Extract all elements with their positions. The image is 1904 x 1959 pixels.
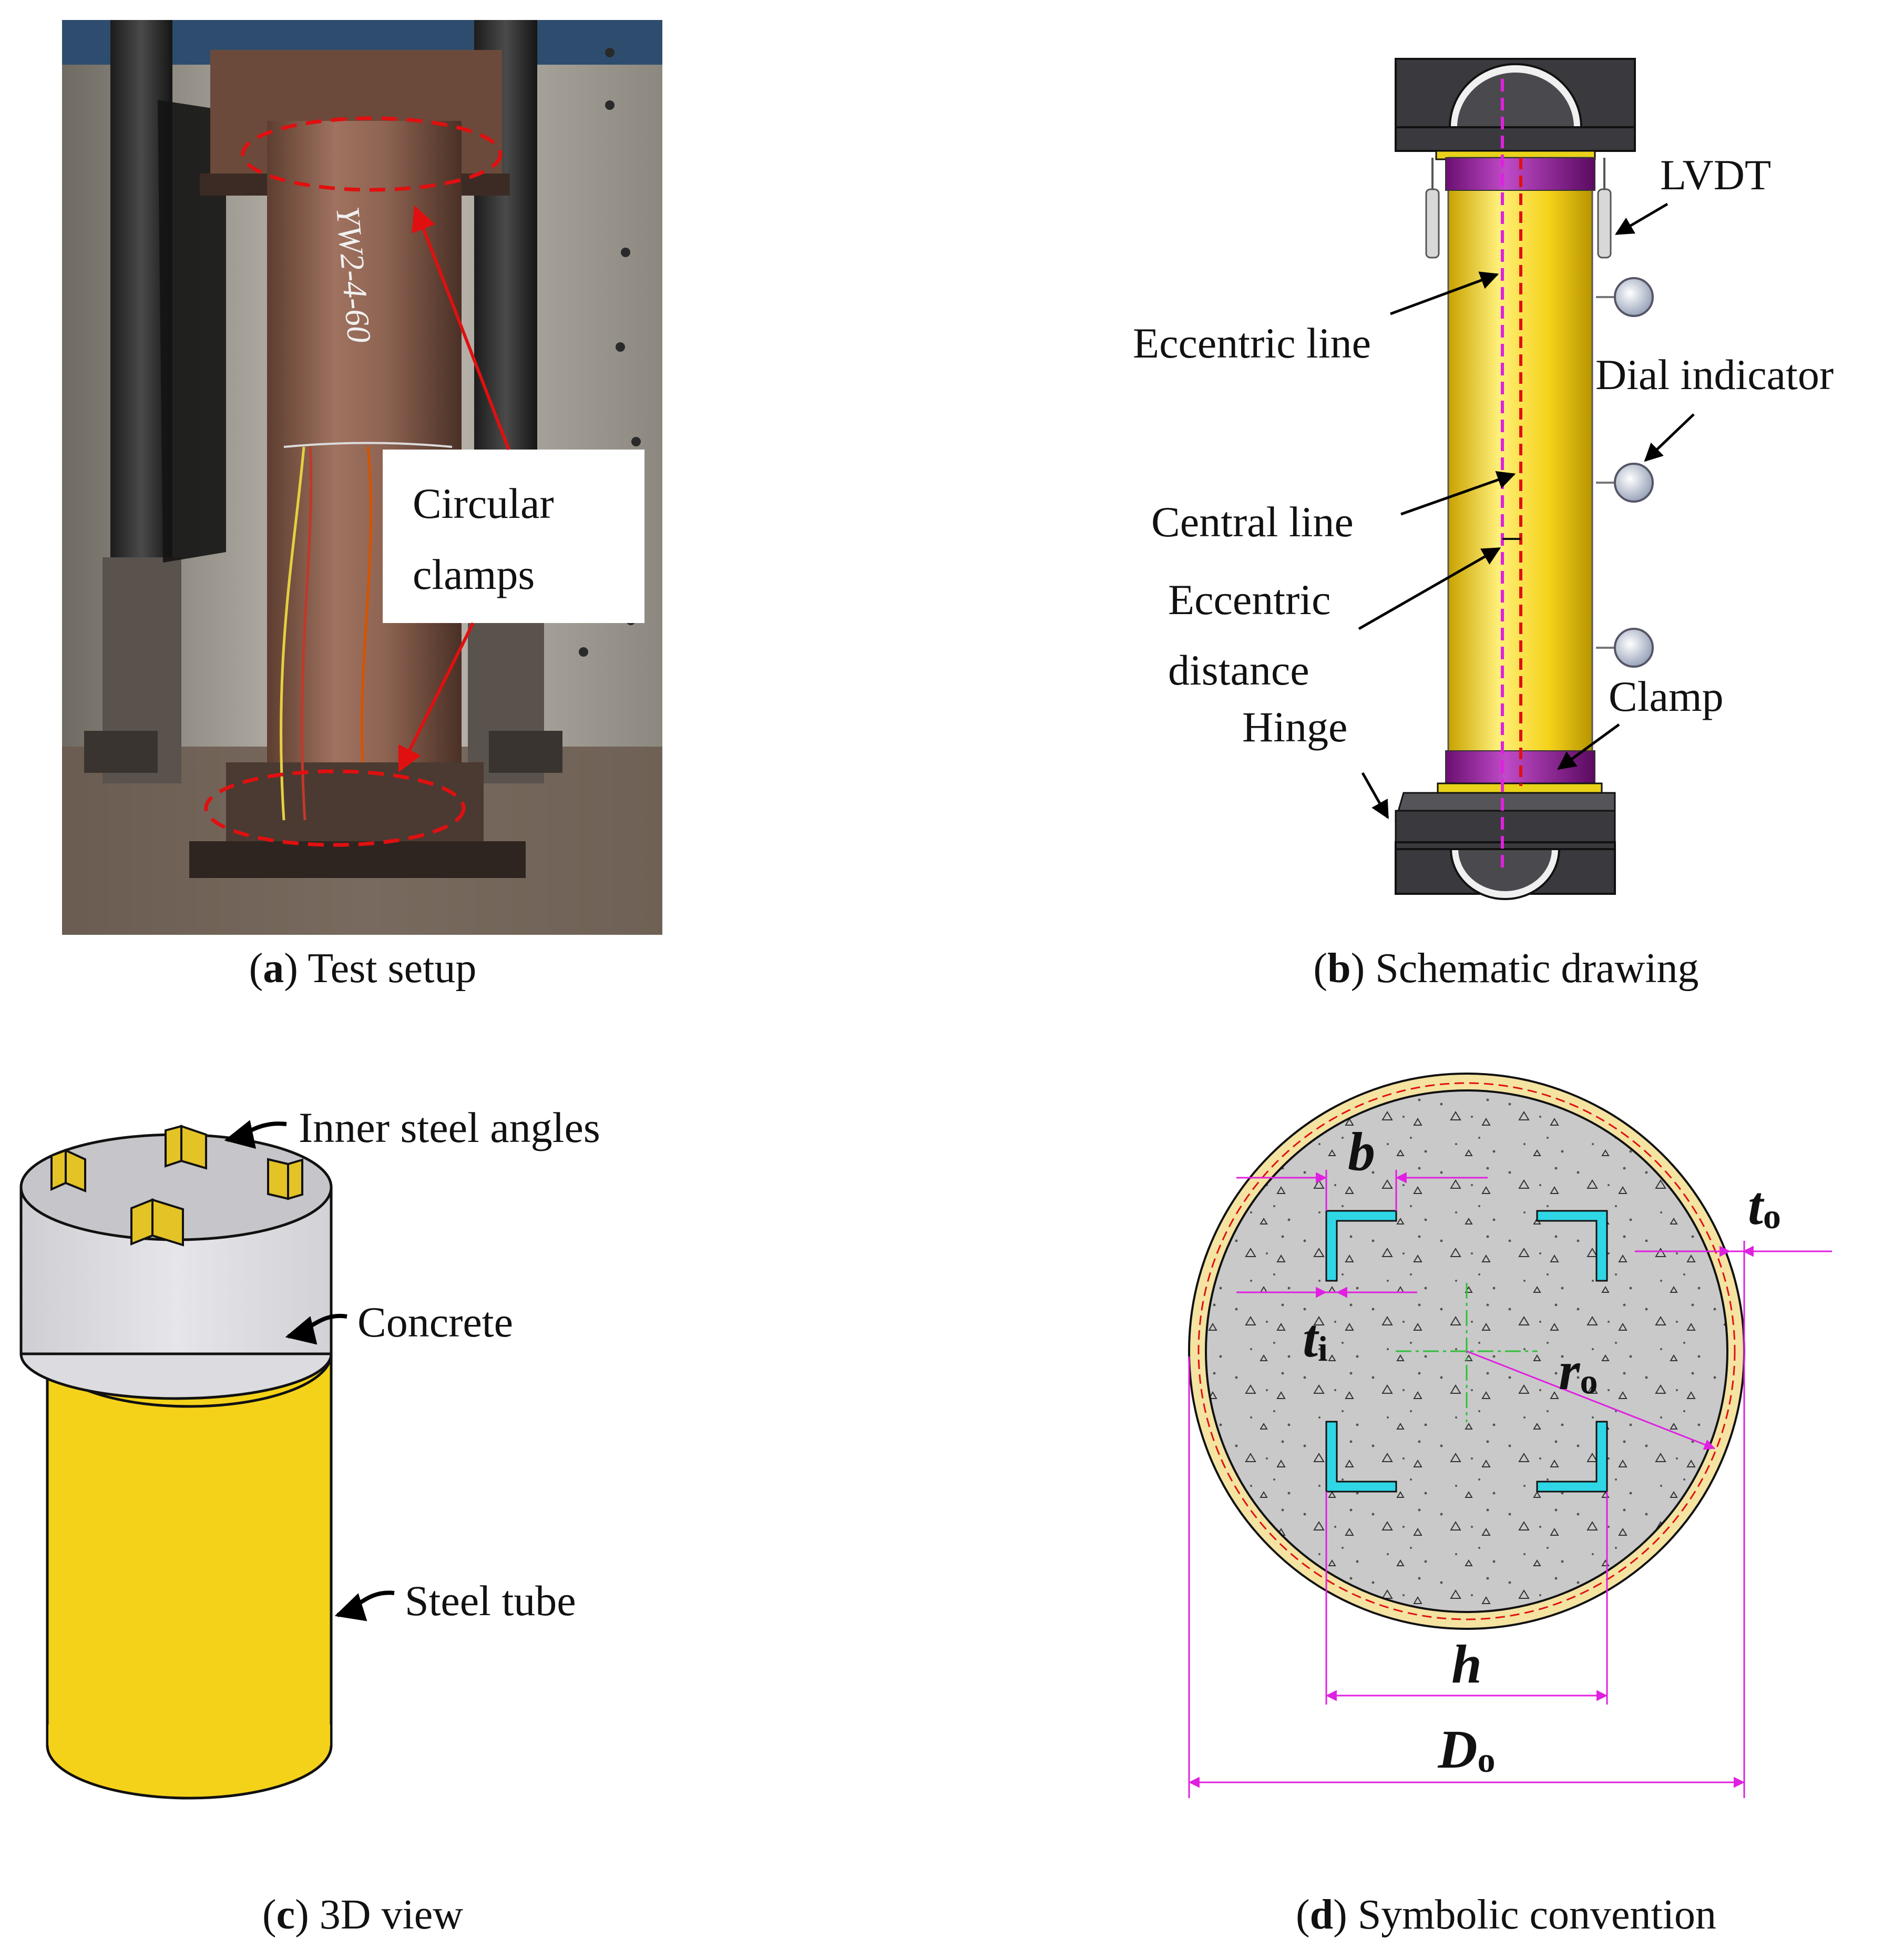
label-concrete: Concrete — [357, 1298, 513, 1346]
caption-c-letter: c — [277, 1892, 295, 1938]
caption-c: (c) 3D view — [262, 1892, 463, 1938]
tube-midline — [1197, 1082, 1736, 1620]
arrow-central-line — [1400, 471, 1516, 516]
callout-text-line2: clamps — [413, 550, 535, 598]
upper-clamp-ellipse — [241, 116, 503, 192]
label-eccentric-distance-1: Eccentric — [1168, 576, 1331, 624]
symbol-to: to — [1748, 1176, 1781, 1236]
label-eccentric-distance-2: distance — [1168, 646, 1309, 694]
label-inner-steel-angles: Inner steel angles — [299, 1104, 600, 1151]
arrow-eccentric-line — [1390, 271, 1499, 315]
top-hinge-fixture — [1395, 58, 1636, 152]
symbol-ro: ro — [1559, 1341, 1598, 1401]
callout-arrow-upper — [412, 205, 510, 451]
label-lvdt: LVDT — [1660, 151, 1771, 199]
symbol-ro-main: r — [1559, 1341, 1581, 1401]
panel-c-3d-view: Inner steel angles Concrete Steel tube (… — [19, 1104, 600, 1938]
lvdt-right — [1597, 158, 1612, 259]
lvdt-left — [1425, 158, 1440, 259]
caption-d-text: Symbolic convention — [1347, 1892, 1716, 1938]
dimension-to — [1635, 1241, 1832, 1798]
panel-b-schematic: LVDT Eccentric line Dial indicator Centr… — [1133, 58, 1834, 992]
caption-a-text: Test setup — [298, 945, 477, 992]
callout-box — [383, 450, 644, 623]
symbol-to-sub: o — [1763, 1196, 1781, 1236]
caption-d-letter: d — [1310, 1892, 1334, 1938]
arrow-concrete — [285, 1313, 347, 1345]
symbol-Do-sub: o — [1478, 1740, 1496, 1780]
arrow-lvdt — [1614, 202, 1668, 236]
panel-a-test-setup: YW2-4-60 Circular clamps (a) Test setup — [62, 20, 662, 992]
dimension-ro — [1466, 1350, 1715, 1450]
caption-a: (a) Test setup — [249, 945, 477, 992]
label-steel-tube: Steel tube — [405, 1577, 576, 1625]
lower-clamp-ellipse — [204, 769, 466, 847]
dimension-Do — [1188, 1356, 1745, 1798]
bottom-hinge-fixture — [1394, 792, 1616, 900]
label-hinge: Hinge — [1242, 703, 1347, 751]
caption-b: (b) Schematic drawing — [1313, 945, 1698, 992]
label-eccentric-line: Eccentric line — [1133, 319, 1371, 367]
dimension-b — [1236, 1170, 1488, 1211]
dimension-h — [1325, 1492, 1608, 1705]
symbol-ti-main: t — [1303, 1308, 1319, 1369]
symbol-Do-main: D — [1437, 1719, 1477, 1780]
symbol-to-main: t — [1748, 1176, 1765, 1236]
callout-arrow-lower — [398, 622, 475, 773]
arrow-inner-steel-angles — [224, 1120, 287, 1149]
symbol-ro-sub: o — [1580, 1361, 1598, 1401]
arrow-hinge — [1361, 772, 1389, 820]
arrow-clamp — [1557, 723, 1620, 770]
caption-d: (d) Symbolic convention — [1296, 1892, 1716, 1938]
symbol-ti: ti — [1303, 1308, 1328, 1369]
arrow-eccentric-distance — [1358, 547, 1501, 630]
panel-d-symbolic-convention: b ti to ro h — [1188, 1073, 1832, 1938]
label-clamp: Clamp — [1609, 672, 1724, 720]
caption-b-letter: b — [1327, 945, 1351, 992]
dial-indicator-2 — [1596, 463, 1654, 503]
caption-c-text: 3D view — [309, 1892, 464, 1938]
caption-b-text: Schematic drawing — [1365, 945, 1698, 992]
symbol-Do: Do — [1437, 1719, 1495, 1780]
callout-text-line1: Circular — [413, 479, 554, 527]
symbol-h: h — [1451, 1634, 1482, 1695]
symbol-b: b — [1348, 1121, 1375, 1182]
symbol-ti-sub: i — [1318, 1329, 1328, 1369]
caption-a-letter: a — [263, 945, 284, 992]
inner-steel-angles-3d — [50, 1125, 303, 1247]
label-central-line: Central line — [1151, 498, 1354, 546]
arrow-dial-indicator — [1644, 413, 1695, 462]
label-dial-indicator: Dial indicator — [1595, 351, 1834, 399]
dial-indicator-1 — [1596, 277, 1654, 317]
steel-tube-3d — [46, 1352, 333, 1800]
arrow-steel-tube — [334, 1590, 395, 1621]
dial-indicator-3 — [1596, 628, 1654, 668]
